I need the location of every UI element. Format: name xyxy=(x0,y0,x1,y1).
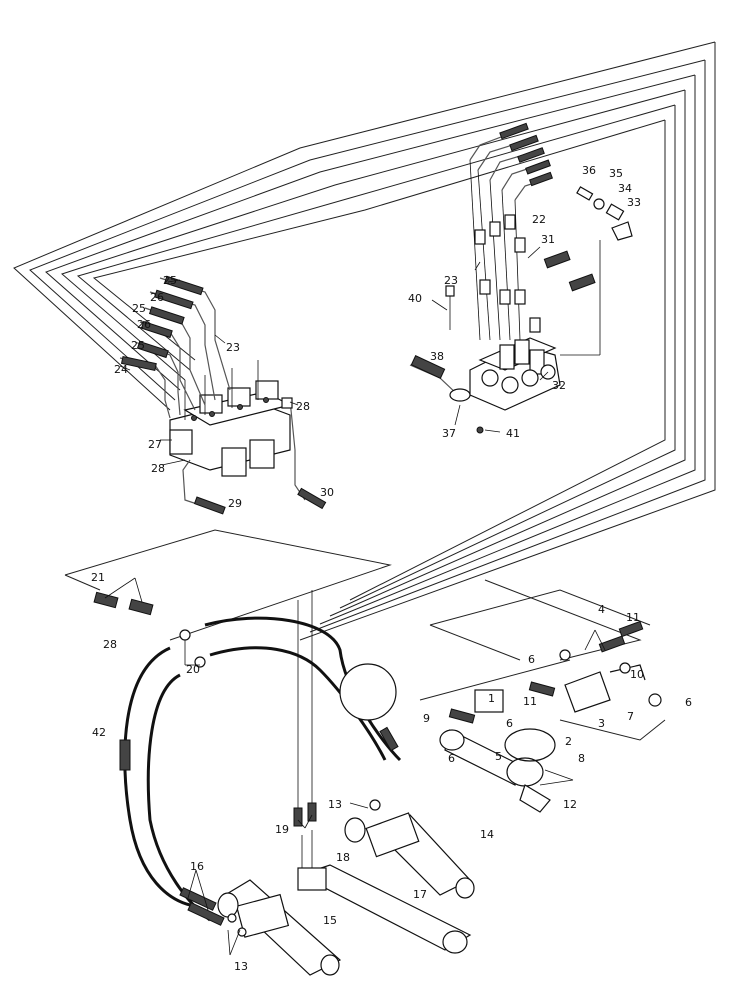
callout: 3 xyxy=(598,717,605,730)
callout: 28 xyxy=(103,638,117,651)
callout: 13 xyxy=(328,798,342,811)
callout: 18 xyxy=(336,851,350,864)
callout: 26 xyxy=(137,318,151,331)
callout: 17 xyxy=(413,888,427,901)
callout: 6 xyxy=(685,696,692,709)
callout: 25 xyxy=(132,302,146,315)
callout: 21 xyxy=(91,571,105,584)
cylinder-12 xyxy=(439,620,662,813)
callout: 32 xyxy=(552,379,566,392)
main-control-valve xyxy=(409,122,633,434)
callout: 23 xyxy=(226,341,240,354)
vertical-tubes xyxy=(293,590,317,870)
cylinder-15 xyxy=(217,879,342,976)
callout: 28 xyxy=(151,462,165,475)
callout: 33 xyxy=(627,196,641,209)
lower-routing-lines xyxy=(64,529,666,741)
callout: 35 xyxy=(609,167,623,180)
callout: 22 xyxy=(532,213,546,226)
callout: 24 xyxy=(114,363,128,376)
callout: 19 xyxy=(275,823,289,836)
callout: 9 xyxy=(423,712,430,725)
callout: 38 xyxy=(430,350,444,363)
callout: 11 xyxy=(626,611,640,624)
callout: 8 xyxy=(578,752,585,765)
lower-hoses xyxy=(93,591,402,926)
cylinder-14 xyxy=(344,799,475,899)
callout: 12 xyxy=(563,798,577,811)
cylinder-17 xyxy=(297,864,472,954)
left-hoses xyxy=(119,275,327,515)
callout: 28 xyxy=(296,400,310,413)
callout: 5 xyxy=(495,750,502,763)
callout: 11 xyxy=(523,695,537,708)
callout: 6 xyxy=(506,717,513,730)
detail-circle xyxy=(339,663,397,721)
callout: 26 xyxy=(150,291,164,304)
callout: 4 xyxy=(598,603,605,616)
callout: 25 xyxy=(131,339,145,352)
callout: 42 xyxy=(92,726,106,739)
callout: 14 xyxy=(480,828,494,841)
callout: 16 xyxy=(190,860,204,873)
callout: 20 xyxy=(186,663,200,676)
callout: 7 xyxy=(627,710,634,723)
upper-routing-lines xyxy=(13,41,716,641)
callout-leaders xyxy=(104,246,606,956)
callout-labels: 1 2 3 4 5 6 6 6 6 7 8 9 10 11 11 12 13 1… xyxy=(91,164,692,973)
callout: 27 xyxy=(148,438,162,451)
callout: 30 xyxy=(320,486,334,499)
callout: 41 xyxy=(506,427,520,440)
callout: 29 xyxy=(228,497,242,510)
callout: 6 xyxy=(448,752,455,765)
callout: 40 xyxy=(408,292,422,305)
callout: 25 xyxy=(163,274,177,287)
callout: 2 xyxy=(565,735,572,748)
callout: 10 xyxy=(630,668,644,681)
callout: 31 xyxy=(541,233,555,246)
callout: 15 xyxy=(323,914,337,927)
callout: 13 xyxy=(234,960,248,973)
left-valve-block xyxy=(169,360,292,477)
callout: 1 xyxy=(488,692,495,705)
callout: 34 xyxy=(618,182,632,195)
callout: 37 xyxy=(442,427,456,440)
callout: 36 xyxy=(582,164,596,177)
callout: 6 xyxy=(528,653,535,666)
callout: 23 xyxy=(444,274,458,287)
